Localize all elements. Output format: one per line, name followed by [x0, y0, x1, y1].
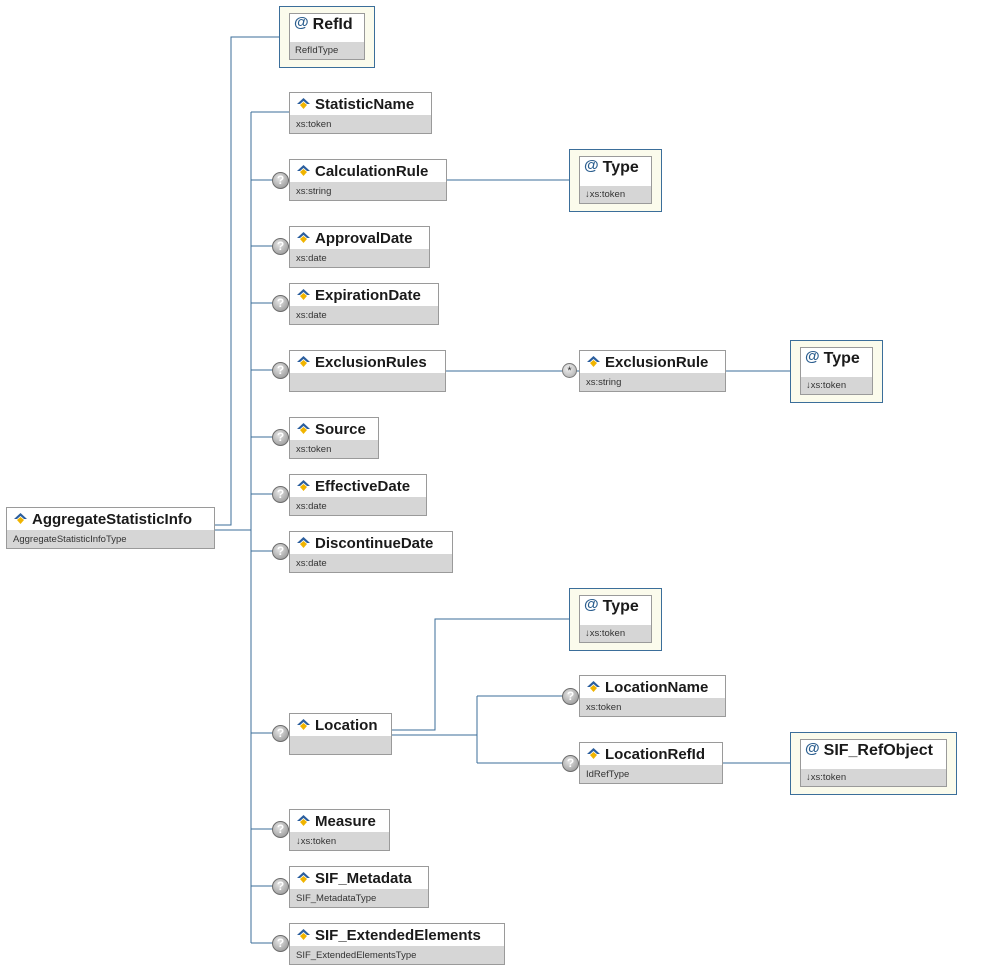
element-type: xs:token [580, 698, 725, 716]
element-type: xs:date [290, 306, 438, 324]
attribute-type: ↓xs:token [801, 769, 946, 786]
element-icon [587, 748, 600, 759]
element-icon [297, 480, 310, 491]
optional-icon: ? [272, 486, 289, 503]
element-type: IdRefType [580, 765, 722, 783]
element-location[interactable]: Location [289, 713, 392, 755]
element-name: CalculationRule [315, 163, 429, 180]
attribute-sif-ref-object[interactable]: @SIF_RefObject ↓xs:token [790, 732, 957, 795]
optional-icon: ? [272, 238, 289, 255]
element-measure[interactable]: Measure ↓xs:token [289, 809, 390, 851]
element-name: LocationRefId [605, 746, 705, 763]
element-icon [297, 356, 310, 367]
optional-icon: ? [272, 821, 289, 838]
element-name: DiscontinueDate [315, 535, 434, 552]
attribute-name: Type [602, 159, 639, 176]
attribute-type: ↓xs:token [580, 186, 651, 203]
element-type: xs:date [290, 497, 426, 515]
element-location-name[interactable]: LocationName xs:token [579, 675, 726, 717]
attribute-name: SIF_RefObject [823, 742, 933, 759]
attribute-icon: @ [805, 739, 820, 757]
element-source[interactable]: Source xs:token [289, 417, 379, 459]
element-exclusion-rules[interactable]: ExclusionRules [289, 350, 446, 392]
element-name: SIF_Metadata [315, 870, 412, 887]
element-type [290, 736, 391, 754]
element-discontinue-date[interactable]: DiscontinueDate xs:date [289, 531, 453, 573]
optional-icon: ? [562, 755, 579, 772]
element-icon [587, 681, 600, 692]
optional-icon: ? [272, 362, 289, 379]
element-type: xs:token [290, 115, 431, 133]
element-type: xs:token [290, 440, 378, 458]
element-type: xs:string [290, 182, 446, 200]
element-icon [297, 289, 310, 300]
optional-icon: ? [562, 688, 579, 705]
element-name: Source [315, 421, 366, 438]
attribute-refid[interactable]: @RefId RefIdType [279, 6, 375, 68]
attribute-calculation-rule-type[interactable]: @Type ↓xs:token [569, 149, 662, 212]
element-name: ExclusionRule [605, 354, 709, 371]
element-calculation-rule[interactable]: CalculationRule xs:string [289, 159, 447, 201]
element-type: AggregateStatisticInfoType [7, 530, 214, 548]
element-icon [14, 513, 27, 524]
element-type: xs:string [580, 373, 725, 391]
optional-icon: ? [272, 429, 289, 446]
attribute-name: Type [823, 350, 860, 367]
element-name: ExclusionRules [315, 354, 427, 371]
element-type: ↓xs:token [290, 832, 389, 850]
element-sif-extended-elements[interactable]: SIF_ExtendedElements SIF_ExtendedElement… [289, 923, 505, 965]
element-icon [297, 872, 310, 883]
optional-icon: ? [272, 543, 289, 560]
element-icon [297, 165, 310, 176]
attribute-exclusion-rule-type[interactable]: @Type ↓xs:token [790, 340, 883, 403]
element-approval-date[interactable]: ApprovalDate xs:date [289, 226, 430, 268]
element-exclusion-rule[interactable]: ExclusionRule xs:string [579, 350, 726, 392]
element-name: EffectiveDate [315, 478, 411, 495]
attribute-type: ↓xs:token [801, 377, 872, 394]
element-name: ExpirationDate [315, 287, 421, 304]
element-type: xs:date [290, 554, 452, 572]
optional-icon: ? [272, 295, 289, 312]
attribute-name: Type [602, 598, 639, 615]
optional-icon: ? [272, 935, 289, 952]
attribute-name: RefId [312, 16, 353, 33]
attribute-icon: @ [805, 347, 820, 365]
element-location-ref-id[interactable]: LocationRefId IdRefType [579, 742, 723, 784]
attribute-type: RefIdType [290, 42, 364, 59]
element-name: Measure [315, 813, 376, 830]
element-name: ApprovalDate [315, 230, 413, 247]
element-icon [297, 929, 310, 940]
element-icon [297, 537, 310, 548]
optional-icon: ? [272, 725, 289, 742]
element-expiration-date[interactable]: ExpirationDate xs:date [289, 283, 439, 325]
element-icon [297, 98, 310, 109]
optional-icon: ? [272, 172, 289, 189]
attribute-type: ↓xs:token [580, 625, 651, 642]
element-type: xs:date [290, 249, 429, 267]
attribute-icon: @ [584, 156, 599, 174]
element-name: AggregateStatisticInfo [32, 511, 193, 528]
element-name: StatisticName [315, 96, 415, 113]
element-icon [297, 232, 310, 243]
optional-icon: ? [272, 878, 289, 895]
element-effective-date[interactable]: EffectiveDate xs:date [289, 474, 427, 516]
element-name: Location [315, 717, 378, 734]
element-sif-metadata[interactable]: SIF_Metadata SIF_MetadataType [289, 866, 429, 908]
attribute-icon: @ [294, 13, 309, 31]
element-name: LocationName [605, 679, 709, 696]
element-icon [297, 423, 310, 434]
element-type [290, 373, 445, 391]
element-icon [587, 356, 600, 367]
element-name: SIF_ExtendedElements [315, 927, 481, 944]
element-type: SIF_MetadataType [290, 889, 428, 907]
element-aggregate-statistic-info[interactable]: AggregateStatisticInfo AggregateStatisti… [6, 507, 215, 549]
element-icon [297, 719, 310, 730]
element-icon [297, 815, 310, 826]
element-type: SIF_ExtendedElementsType [290, 946, 504, 964]
attribute-icon: @ [584, 595, 599, 613]
repeat-icon: * [562, 363, 577, 378]
attribute-location-type[interactable]: @Type ↓xs:token [569, 588, 662, 651]
element-statistic-name[interactable]: StatisticName xs:token [289, 92, 432, 134]
